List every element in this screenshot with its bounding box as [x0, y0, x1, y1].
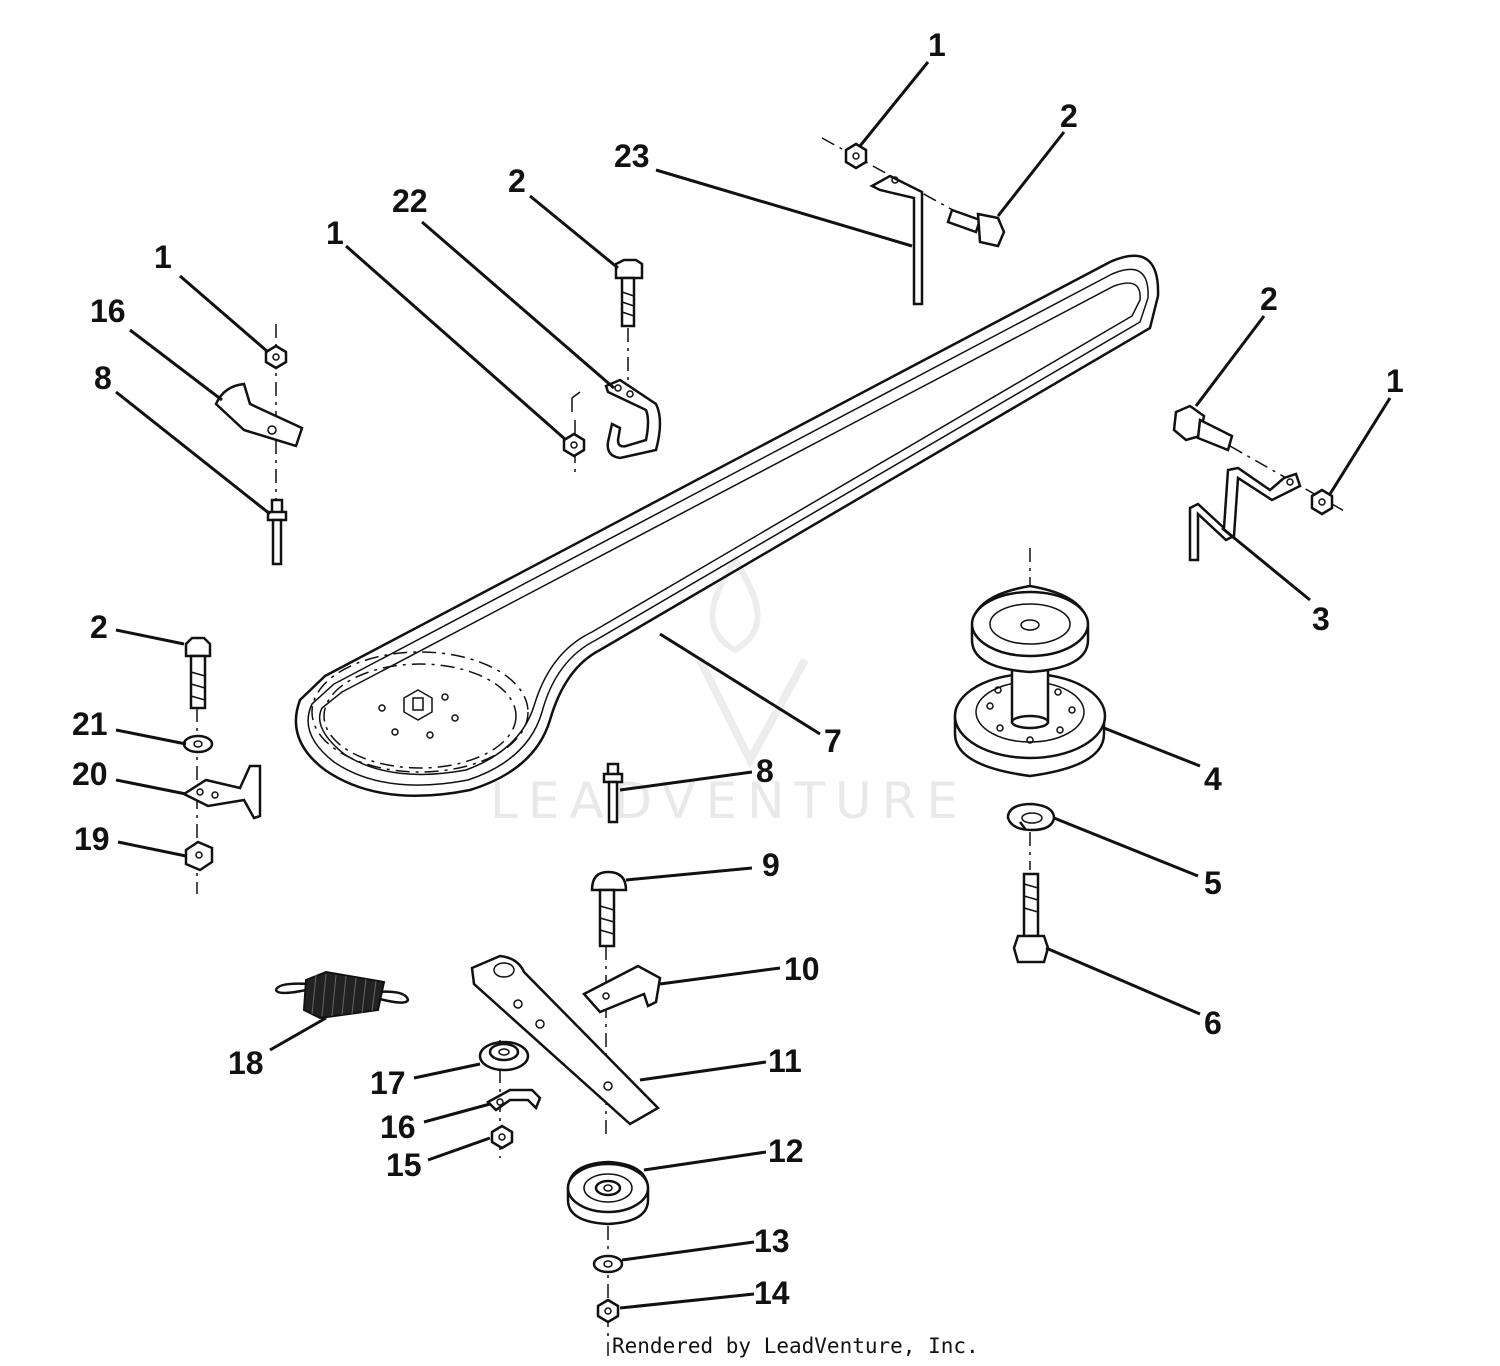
hex-nut	[264, 324, 288, 500]
drive-pulley-hub	[378, 689, 459, 739]
leader-lines	[115, 61, 1392, 1310]
hex-nut	[562, 420, 586, 476]
callout-6: 6	[1204, 1005, 1222, 1041]
callout-1: 1	[154, 239, 172, 275]
callout-3: 3	[1312, 601, 1330, 637]
hex-bolt	[614, 258, 644, 328]
belt-keeper-clip	[485, 1088, 542, 1112]
double-pulley	[953, 548, 1107, 778]
callout-14: 14	[754, 1275, 790, 1311]
idler-bracket	[581, 964, 662, 1014]
callout-5: 5	[1204, 865, 1222, 901]
callout-4: 4	[1204, 761, 1222, 797]
extension-spring	[274, 970, 410, 1020]
hex-nut	[184, 840, 214, 872]
callout-15: 15	[386, 1147, 422, 1183]
callout-8: 8	[94, 360, 112, 396]
carriage-bolt	[590, 870, 628, 1140]
callout-8: 8	[756, 753, 774, 789]
callout-2: 2	[1060, 98, 1078, 134]
mounting-bracket	[181, 764, 262, 820]
callout-10: 10	[784, 951, 820, 987]
hex-bolt	[1012, 832, 1050, 964]
hex-nut	[596, 1298, 620, 1324]
drive-belt	[294, 254, 1160, 798]
watermark-logo	[696, 554, 809, 769]
callout-18: 18	[228, 1045, 264, 1081]
flat-washer	[182, 734, 214, 754]
hex-bolt	[946, 208, 1006, 248]
belt-guide-bracket-right	[1188, 466, 1302, 562]
callout-labels: 1 2 23 2 22 1 1 16 8 2 1 3 2 21 20 19 7 …	[72, 27, 1404, 1311]
render-credit: Rendered by LeadVenture, Inc.	[612, 1334, 979, 1358]
belt-guide-bracket-mid	[571, 328, 662, 460]
callout-17: 17	[370, 1065, 406, 1101]
pulley-bolt-holes	[986, 686, 1076, 744]
callout-2: 2	[90, 609, 108, 645]
callout-19: 19	[74, 821, 110, 857]
stud	[602, 762, 624, 824]
callout-1: 1	[928, 27, 946, 63]
callout-7: 7	[824, 723, 842, 759]
lock-washer	[1006, 802, 1056, 832]
hex-nut	[490, 1124, 514, 1150]
callout-1: 1	[1386, 363, 1404, 399]
callout-23: 23	[614, 138, 650, 174]
callout-12: 12	[768, 1133, 804, 1169]
callout-16: 16	[90, 293, 126, 329]
idler-arm	[470, 954, 661, 1126]
spacer	[478, 1040, 530, 1158]
stud	[266, 498, 288, 566]
callout-2: 2	[1260, 281, 1278, 317]
idler-pulley	[566, 1160, 650, 1226]
callout-16: 16	[380, 1109, 416, 1145]
callout-13: 13	[754, 1223, 790, 1259]
belt-keeper-clip	[214, 382, 304, 448]
callout-9: 9	[762, 847, 780, 883]
callout-20: 20	[72, 756, 108, 792]
callout-21: 21	[72, 706, 108, 742]
callout-1: 1	[326, 215, 344, 251]
callout-11: 11	[768, 1043, 802, 1079]
hex-nut	[1310, 488, 1334, 516]
flat-washer	[592, 1226, 624, 1360]
callout-22: 22	[392, 183, 428, 219]
callout-2: 2	[508, 163, 526, 199]
hex-nut	[844, 142, 868, 170]
watermark-text: LEADVENTURE	[490, 772, 968, 830]
